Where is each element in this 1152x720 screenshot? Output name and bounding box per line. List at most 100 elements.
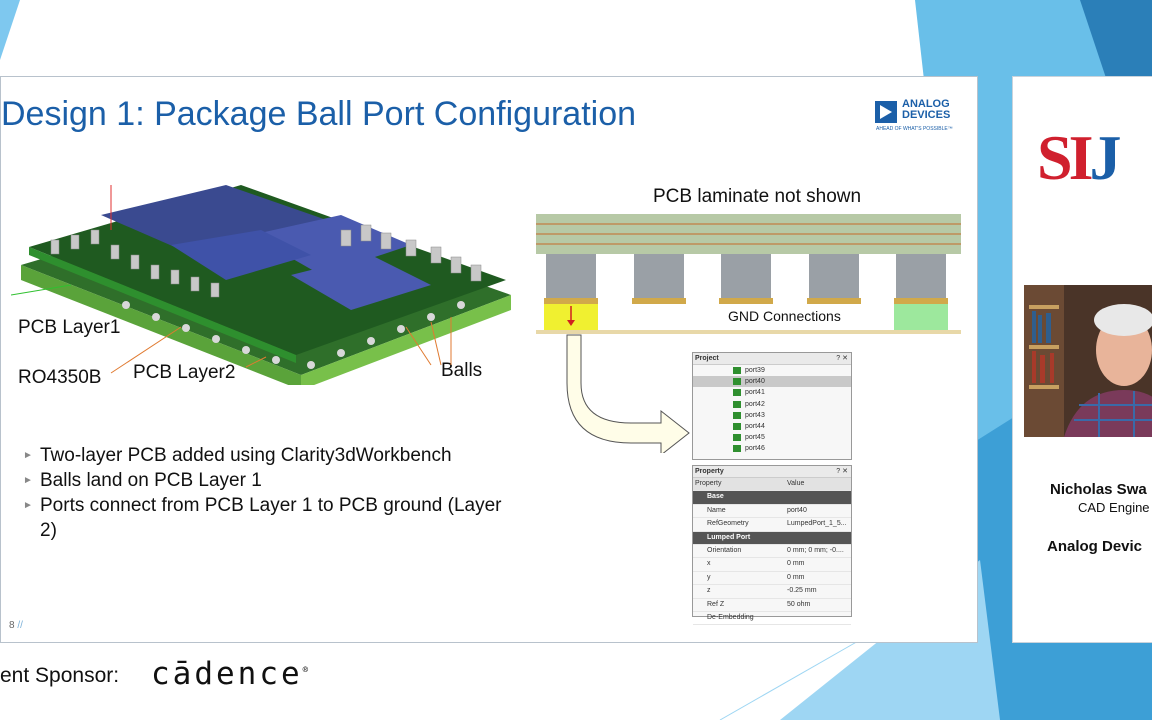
project-panel-title: Project <box>695 355 719 362</box>
tree-item-port39[interactable]: port39 <box>693 365 851 376</box>
slide-number: 8 // <box>9 620 23 631</box>
tree-item-label: port45 <box>745 434 765 442</box>
tree-item-port46[interactable]: port46 <box>693 443 851 454</box>
property-panel: Property ? ✕ Property Value Base Name por… <box>692 465 852 626</box>
tree-item-label: port39 <box>745 367 765 374</box>
property-key: De-Embedding <box>707 613 754 621</box>
port-icon <box>733 400 741 408</box>
port-icon <box>733 378 741 386</box>
property-key: y <box>707 573 711 581</box>
property-key: RefGeometry <box>707 520 749 528</box>
slide-title: Design 1: Package Ball Port Configuratio… <box>1 95 637 133</box>
section-base[interactable]: Base <box>693 491 851 505</box>
port-icon <box>733 434 741 442</box>
property-panel-header: Property ? ✕ <box>693 466 851 478</box>
property-row[interactable]: y 0 mm <box>693 572 851 586</box>
bullet-item: ► Ports connect from PCB Layer 1 to PCB g… <box>21 493 521 543</box>
label-balls: Balls <box>441 360 483 381</box>
port-icon <box>733 422 741 430</box>
property-key: Ref Z <box>707 600 725 608</box>
port-icon <box>733 445 741 453</box>
cadence-logo: cādence® <box>151 656 311 692</box>
tree-item-label: port40 <box>745 378 765 386</box>
property-panel-title: Property <box>695 468 724 475</box>
bullet-item: ► Two-layer PCB added using Clarity3dWork… <box>21 443 521 468</box>
presentation-slide: Design 1: Package Ball Port Configuratio… <box>0 76 978 643</box>
cross-section-render <box>536 214 961 334</box>
property-row[interactable]: De-Embedding <box>693 612 851 626</box>
sij-logo: SIJ <box>1037 122 1122 193</box>
property-key: z <box>707 587 711 595</box>
webcam-video <box>1024 285 1152 437</box>
tree-item-port44[interactable]: port44 <box>693 421 851 432</box>
project-panel-header: Project ? ✕ <box>693 353 851 365</box>
tree-item-port41[interactable]: port41 <box>693 387 851 398</box>
property-row[interactable]: Name port40 <box>693 505 851 519</box>
section-lumped-label: Lumped Port <box>707 533 751 541</box>
adi-triangle-icon <box>875 101 897 123</box>
label-pcb-layer1: PCB Layer1 <box>18 317 121 338</box>
tree-item-label: port43 <box>745 411 765 419</box>
callout-lines <box>110 317 452 374</box>
project-panel: Project ? ✕ port39 port40 port41 port42 port… <box>692 352 852 460</box>
curved-arrow <box>566 334 690 453</box>
property-key: Orientation <box>707 546 742 554</box>
section-lumped-port[interactable]: Lumped Port <box>693 531 851 545</box>
col-property: Property <box>695 480 722 487</box>
port-icon <box>733 411 741 419</box>
property-value: LumpedPort_1_5... <box>787 520 847 528</box>
bullet-arrow-icon: ► <box>23 450 33 461</box>
tree-item-port42[interactable]: port42 <box>693 399 851 410</box>
property-value: 0 mm <box>787 573 805 581</box>
slide-number-slashes: // <box>17 620 23 631</box>
property-key: Name <box>707 506 726 514</box>
section-base-label: Base <box>707 493 724 501</box>
adi-tagline: AHEAD OF WHAT'S POSSIBLE™ <box>876 126 953 132</box>
property-column-headers: Property Value <box>693 478 851 492</box>
cadence-logo-text: cādence <box>151 656 303 692</box>
label-laminate: PCB laminate not shown <box>653 186 862 207</box>
tree-item-port45[interactable]: port45 <box>693 432 851 443</box>
bullet-text: Ports connect from PCB Layer 1 to PCB gr… <box>40 495 502 541</box>
registered-mark: ® <box>302 665 312 676</box>
property-row[interactable]: Ref Z 50 ohm <box>693 599 851 612</box>
tree-item-port40[interactable]: port40 <box>693 376 851 388</box>
col-value: Value <box>787 480 805 487</box>
pcb-3d-render <box>11 185 511 385</box>
project-panel-controls[interactable]: ? ✕ <box>836 355 848 362</box>
bullet-list: ► Two-layer PCB added using Clarity3dWork… <box>21 443 521 543</box>
tree-item-label: port46 <box>745 445 765 453</box>
adi-logo-line1: ANALOG <box>902 98 950 110</box>
adi-logo-line2: DEVICES <box>902 109 951 121</box>
tree-item-label: port42 <box>745 400 765 408</box>
label-gnd-connections: GND Connections <box>728 308 841 324</box>
sponsor-label: ent Sponsor: <box>0 664 120 687</box>
analog-devices-logo: ANALOG DEVICES AHEAD OF WHAT'S POSSIBLE™ <box>875 99 965 139</box>
bullet-item: ► Balls land on PCB Layer 1 <box>21 468 521 493</box>
property-row[interactable]: z -0.25 mm <box>693 585 851 599</box>
slide-number-value: 8 <box>9 620 15 631</box>
label-ro4350b: RO4350B <box>18 367 102 388</box>
property-value: 50 ohm <box>787 600 811 608</box>
property-value: 0 mm; 0 mm; -0.... <box>787 546 844 554</box>
speaker-title: CAD Engine <box>1078 500 1150 515</box>
port-icon <box>733 389 741 397</box>
tree-item-port43[interactable]: port43 <box>693 410 851 421</box>
property-row[interactable]: RefGeometry LumpedPort_1_5... <box>693 518 851 532</box>
speaker-company: Analog Devic <box>1047 538 1143 555</box>
property-value: 0 mm <box>787 560 805 568</box>
property-row[interactable]: Orientation 0 mm; 0 mm; -0.... <box>693 545 851 559</box>
bullet-text: Balls land on PCB Layer 1 <box>40 470 262 491</box>
property-panel-controls[interactable]: ? ✕ <box>836 468 848 475</box>
bullet-text: Two-layer PCB added using Clarity3dWorkb… <box>40 445 452 466</box>
speaker-card: SIJ Nicholas Swa CAD Engine Analog Devic <box>1012 76 1152 643</box>
speaker-name: Nicholas Swa <box>1050 481 1147 498</box>
bullet-arrow-icon: ► <box>23 475 33 486</box>
bullet-arrow-icon: ► <box>23 500 33 511</box>
property-value: port40 <box>787 506 807 514</box>
tree-item-label: port41 <box>745 389 765 397</box>
property-value: -0.25 mm <box>787 587 817 595</box>
tree-item-label: port44 <box>745 422 765 430</box>
